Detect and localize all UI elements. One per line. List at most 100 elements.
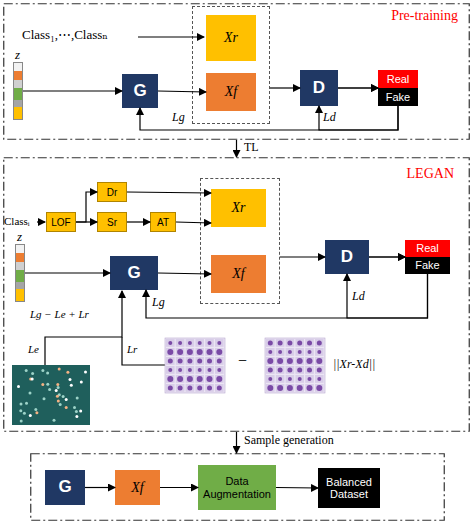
- grid-blob: [217, 341, 221, 345]
- grid-blob: [278, 340, 283, 345]
- outlier-scatter-plot: [12, 365, 90, 425]
- grid-blob: [207, 349, 213, 355]
- scatter-dot: [20, 419, 23, 422]
- grid-blob: [187, 358, 192, 363]
- scatter-dot: [76, 397, 79, 400]
- scatter-dot: [80, 380, 83, 383]
- grid-blob: [178, 385, 183, 390]
- scatter-dot: [35, 411, 38, 414]
- connector: [338, 87, 378, 88]
- connector: [319, 106, 398, 130]
- grid-blob: [288, 350, 292, 354]
- grid-background: [165, 338, 225, 393]
- edge-label: Ld: [323, 111, 336, 125]
- grid-blob: [188, 368, 192, 372]
- grid-cell: [315, 384, 324, 392]
- scatter-dot: [59, 403, 62, 406]
- grid-cell: [295, 366, 304, 374]
- grid-blob: [187, 349, 193, 355]
- vector-segment: [14, 88, 22, 100]
- scatter-dot: [56, 383, 59, 386]
- node-text: Xr: [230, 200, 248, 215]
- real-sample-box: Xr: [206, 15, 256, 61]
- scatter-dot: [48, 388, 51, 391]
- connector: [369, 256, 405, 257]
- grid-cell: [166, 357, 175, 365]
- edge-label: Lg: [152, 296, 165, 310]
- scatter-dot: [25, 402, 28, 405]
- grid-cell: [195, 384, 204, 392]
- scatter-dot: [31, 372, 34, 375]
- real-output-box: Real: [405, 240, 450, 257]
- class-input-arrow: [37, 221, 45, 222]
- vector-segment: [16, 289, 24, 301]
- scatter-dot: [31, 378, 34, 381]
- grid-blob: [268, 367, 273, 372]
- node-text: Balanced Dataset: [318, 476, 380, 500]
- grid-blob: [307, 385, 313, 391]
- grid-blob: [287, 385, 293, 391]
- node-text: Xf: [230, 266, 246, 281]
- grid-cell: [205, 384, 214, 392]
- grid-cell: [195, 339, 204, 347]
- grid-cell: [286, 357, 295, 365]
- node-text: LOF: [49, 217, 72, 228]
- node-text: Fake: [384, 91, 412, 103]
- grid-cell: [215, 375, 224, 383]
- connector: [369, 256, 405, 257]
- dash-dot-border: [4, 4, 470, 140]
- connector: [236, 140, 237, 157]
- loss-label: Lr: [127, 343, 137, 356]
- node-text: G: [125, 264, 142, 283]
- node-text: D: [311, 79, 327, 98]
- grid-cell: [166, 375, 175, 383]
- connector: [236, 432, 237, 453]
- connector: [76, 192, 97, 222]
- connector: [347, 274, 428, 318]
- grid-cell: [286, 348, 295, 356]
- grid-blob: [317, 367, 322, 372]
- scatter-dot: [17, 385, 20, 388]
- grid-blob: [167, 376, 173, 382]
- grid-cell: [315, 348, 324, 356]
- grid-blob: [168, 385, 173, 390]
- grid-blob: [268, 340, 273, 345]
- vector-segment: [16, 245, 24, 253]
- scatter-dot: [57, 400, 60, 403]
- scatter-dot: [79, 410, 82, 413]
- grid-blob: [207, 385, 212, 390]
- grid-blob: [178, 358, 183, 363]
- grid-blob: [188, 341, 192, 345]
- grid-cell: [186, 384, 195, 392]
- fake-output-box: Fake: [378, 88, 418, 106]
- grid-blob: [197, 385, 202, 390]
- grid-cell: [295, 339, 304, 347]
- grid-blob: [297, 358, 303, 364]
- vector-label: z: [15, 47, 20, 63]
- grid-cell: [205, 375, 214, 383]
- dataset-box: Balanced Dataset: [318, 468, 380, 508]
- loss-line: [45, 291, 122, 365]
- connector: [158, 91, 206, 92]
- scatter-dot: [75, 410, 78, 413]
- grid-blob: [217, 368, 221, 372]
- vector-segment: [14, 63, 22, 71]
- connector: [85, 487, 115, 488]
- grid-blob: [317, 340, 322, 345]
- grid-blob: [177, 376, 183, 382]
- scatter-dot: [56, 395, 59, 398]
- scatter-dot: [75, 415, 78, 418]
- grid-blob: [307, 358, 313, 364]
- sample-grid-image: [165, 338, 225, 393]
- grid-blob: [307, 367, 312, 372]
- scatter-dot: [46, 383, 49, 386]
- grid-blob: [317, 350, 321, 354]
- grid-cell: [305, 357, 314, 365]
- grid-cell: [286, 366, 295, 374]
- grid-blob: [197, 376, 203, 382]
- grid-cell: [166, 339, 175, 347]
- grid-blob: [298, 377, 302, 381]
- process-box: Sr: [97, 212, 127, 232]
- scatter-dot: [62, 395, 65, 398]
- node-text: Data Augmentation: [198, 475, 276, 499]
